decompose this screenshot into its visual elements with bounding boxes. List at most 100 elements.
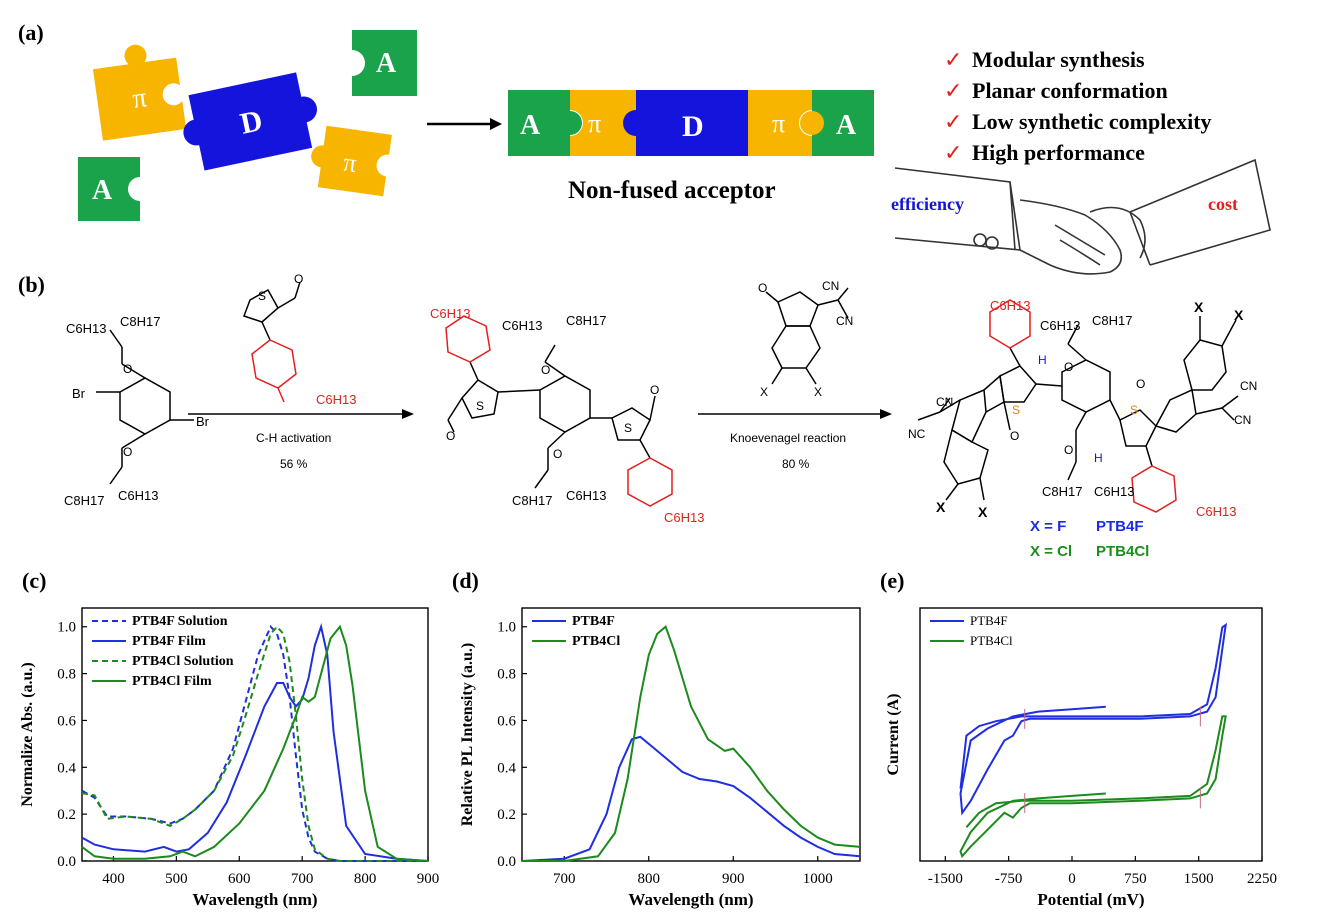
x-tick-label: 1500 [1184,871,1214,887]
x-tick-label: 900 [722,871,745,887]
puzzle-piece-icon: D [183,72,318,171]
chem-label: H [1038,353,1047,367]
chem-label: O [123,445,132,459]
step1-yield: 56 % [280,457,308,471]
chem-label: C8H17 [566,313,606,328]
arrow-icon [402,409,414,419]
x-tick-label: -1500 [928,871,963,887]
check-item: Low synthetic complexity [972,109,1212,134]
x-axis-label: Potential (mV) [1037,890,1144,909]
chem-label: X [936,499,946,515]
check-item: High performance [972,140,1145,165]
check-item: Planar conformation [972,78,1168,103]
chem-label: O [446,429,455,443]
chem-label: O [1136,377,1145,391]
panel-b-label: (b) [18,272,45,297]
x-tick-label: 750 [1124,871,1147,887]
chem-label: CN [1234,413,1251,427]
advantages-list: ✓ Modular synthesis ✓ Planar conformatio… [944,47,1212,165]
a-label: A [520,110,541,141]
puzzle-piece-icon: π [311,125,392,197]
chem-label: C6H13 [316,392,356,407]
chem-label: C6H13 [990,298,1030,313]
series-line [959,715,1227,859]
puzzle-piece-icon: A [78,157,140,221]
y-tick-label: 0.4 [57,760,76,776]
chem-label: S [624,421,632,435]
legend-entry: PTB4Cl Solution [132,654,234,669]
x-tick-label: 1000 [803,871,833,887]
pi-label: π [772,109,785,138]
chem-label: S [476,399,484,413]
x-tick-label: 600 [228,871,251,887]
pi-label: π [588,109,601,138]
reagent-indanone [765,287,849,385]
series-line [81,624,428,862]
panel-label: (d) [452,568,479,593]
chem-label: O [541,363,550,377]
y-axis-label: Current (A) [885,694,902,776]
chem-label: C6H13 [1196,504,1236,519]
check-icon: ✓ [944,78,962,103]
arrow-icon [427,118,502,130]
efficiency-label: efficiency [891,194,964,214]
chem-label: C6H13 [664,510,704,525]
step2-condition: Knoevenagel reaction [730,431,846,445]
a-label: A [92,175,113,206]
panel-a-label: (a) [18,20,44,45]
compound-name-f: PTB4F [1096,518,1144,535]
chem-label: O [1010,429,1019,443]
chem-label: C6H13 [566,488,606,503]
chem-label: C6H13 [1040,318,1080,333]
d-label: D [682,110,704,143]
chem-label: CN [936,395,953,409]
series-line [522,625,861,862]
chem-label: Br [196,414,210,429]
legend-entry: PTB4F Film [132,634,206,649]
chem-label: S [1130,403,1138,417]
product-ptb4x [917,299,1239,513]
non-fused-caption: Non-fused acceptor [568,177,776,204]
y-tick-label: 0.8 [497,667,516,683]
step1-condition: C-H activation [256,431,331,445]
chem-label: NC [908,427,926,441]
x-tick-label: 500 [165,871,188,887]
chem-label: C8H17 [1042,484,1082,499]
step2-yield: 80 % [782,457,810,471]
x-tick-label: 800 [638,871,661,887]
legend-entry: PTB4F [572,614,615,629]
chem-label: X [760,385,768,399]
y-tick-label: 0.2 [497,807,516,823]
panel-label: (e) [880,568,904,593]
y-tick-label: 0.4 [497,760,516,776]
chem-label: C8H17 [120,314,160,329]
series-line [521,735,861,862]
panel-label: (c) [22,568,46,593]
legend-xf: X = F [1030,518,1066,535]
legend-entry: PTB4F Solution [132,614,228,629]
plot-frame [81,607,429,862]
chem-label: C6H13 [502,318,542,333]
check-icon: ✓ [944,140,962,165]
legend-entry: PTB4F [970,613,1008,628]
x-tick-label: 700 [291,871,314,887]
check-icon: ✓ [944,47,962,72]
chem-label: C8H17 [1092,313,1132,328]
y-tick-label: 1.0 [497,620,516,636]
x-tick-label: 700 [553,871,576,887]
x-axis-label: Wavelength (nm) [628,890,753,909]
compound-name-cl: PTB4Cl [1096,543,1149,560]
a-label: A [836,110,857,141]
legend-xcl: X = Cl [1030,543,1072,560]
series-line [959,622,1228,816]
series-line [81,622,429,862]
chem-label: O [123,362,132,376]
legend-entry: PTB4Cl [970,633,1013,648]
handshake-icon [894,158,1271,275]
chem-label: X [1234,307,1244,323]
chem-label: O [758,281,767,295]
chem-label: O [1064,443,1073,457]
y-tick-label: 0.6 [57,713,76,729]
